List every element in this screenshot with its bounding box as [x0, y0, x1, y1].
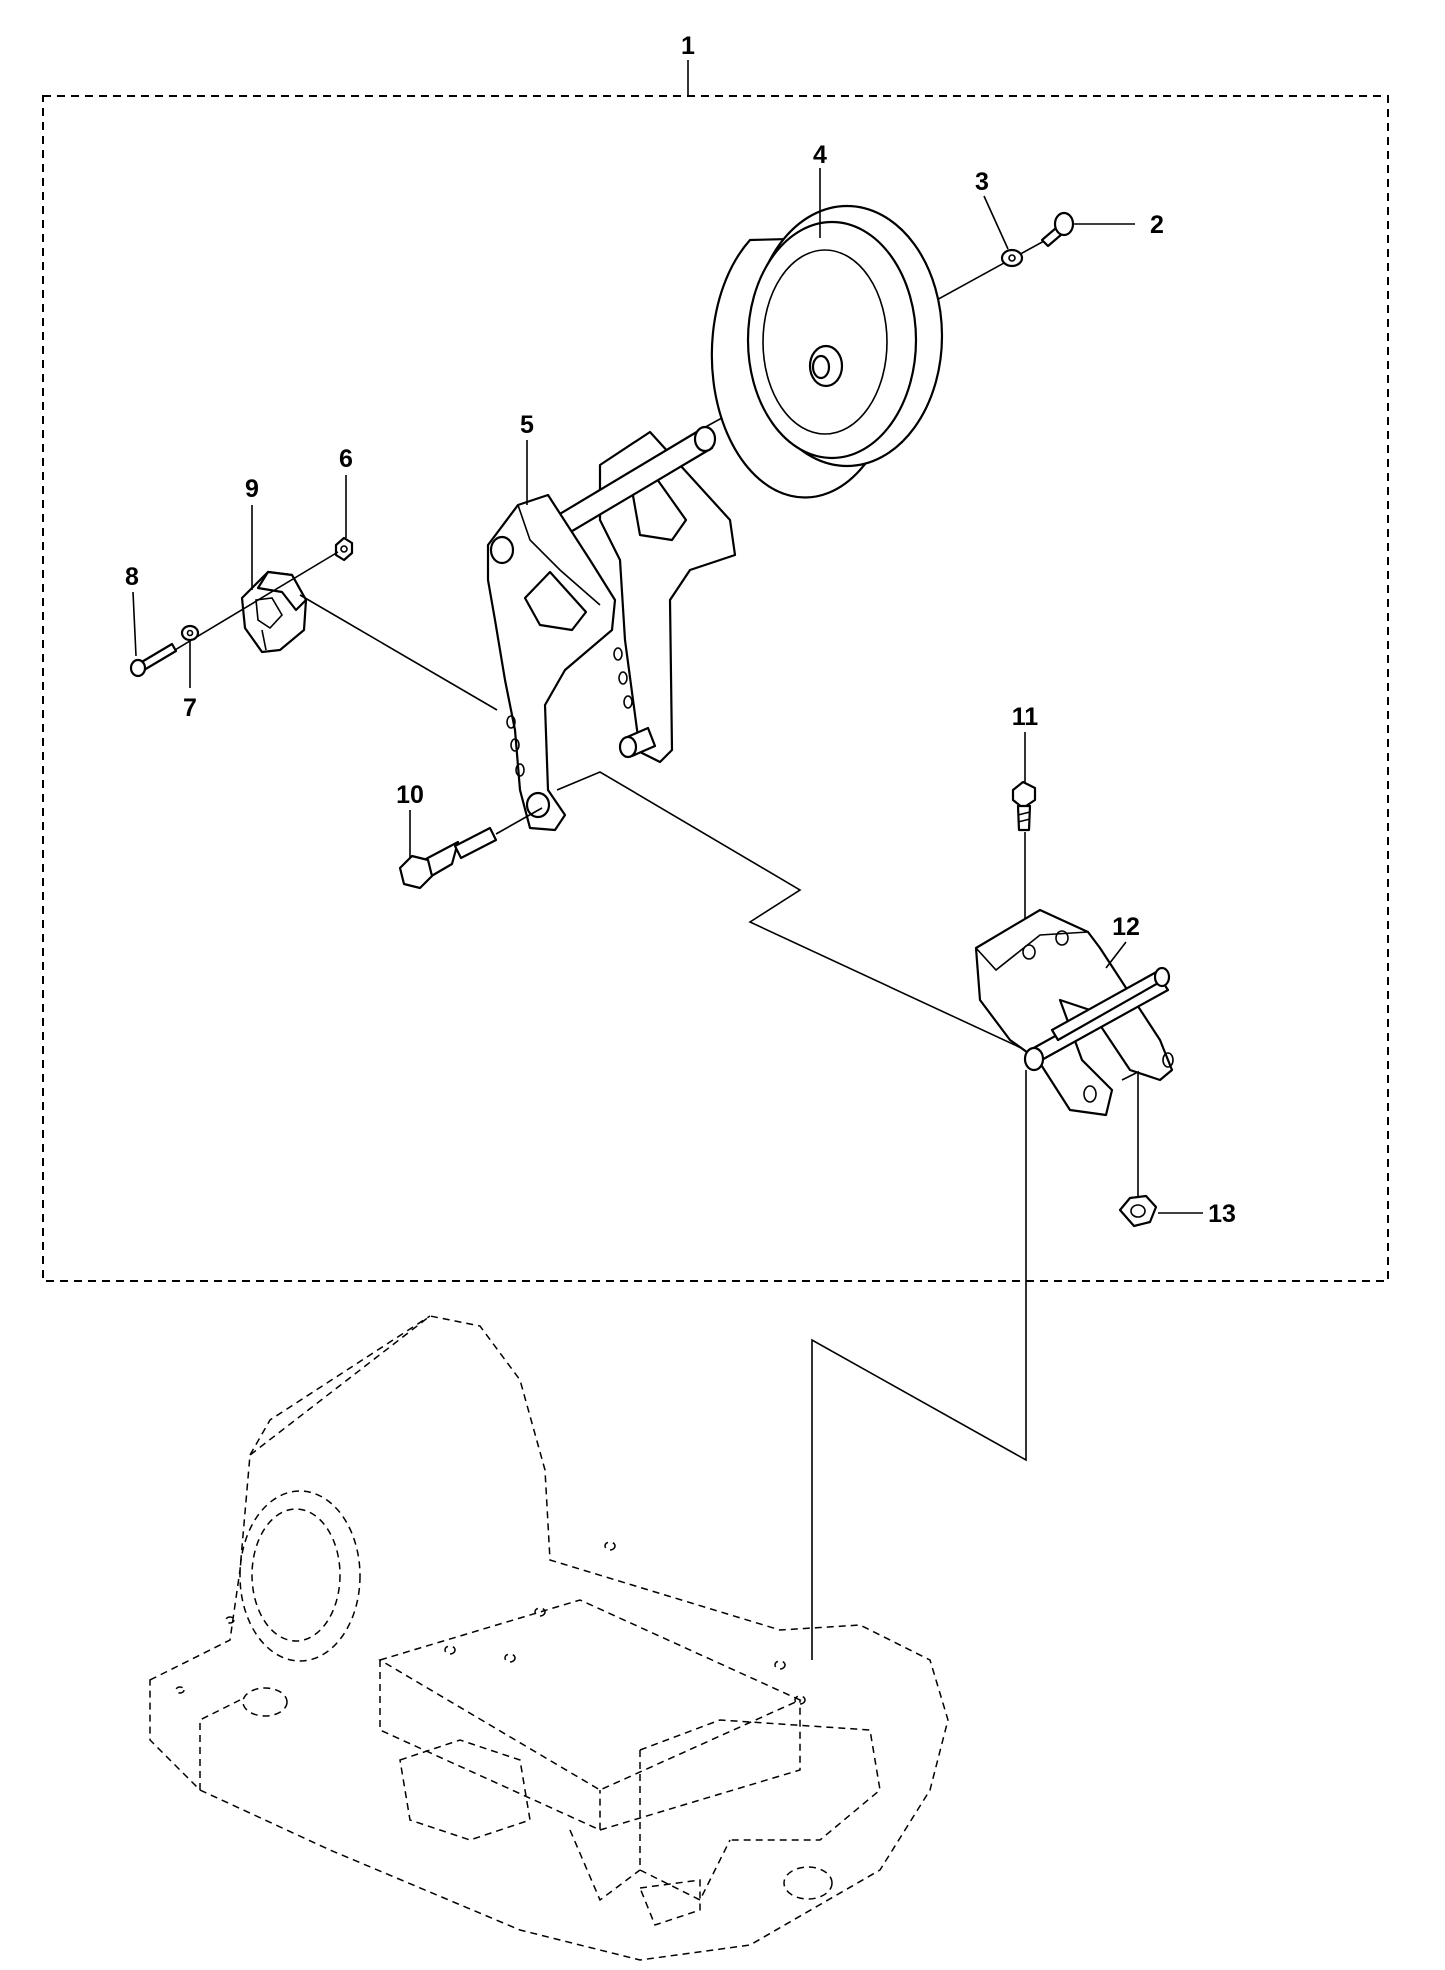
- hinge-bracket: [974, 908, 1174, 1117]
- callout-10[interactable]: 10: [396, 781, 424, 809]
- washer: [1000, 248, 1024, 268]
- clamp-to-bracket-line: [299, 594, 498, 711]
- callout-3-leader: [983, 195, 1009, 250]
- screw: [1040, 211, 1075, 248]
- bolt-to-bracket-line: [495, 807, 543, 835]
- bracket: [486, 425, 737, 832]
- wheel: [710, 204, 944, 499]
- callout-7[interactable]: 7: [183, 694, 197, 722]
- callout-3[interactable]: 3: [975, 168, 989, 196]
- callout-5[interactable]: 5: [520, 411, 534, 439]
- callout-12[interactable]: 12: [1112, 913, 1140, 941]
- callout-12-leader: [1105, 941, 1127, 969]
- flange-nut: [1118, 1194, 1158, 1228]
- bracket-to-hinge-line: [556, 771, 1076, 1074]
- callout-13[interactable]: 13: [1208, 1200, 1236, 1228]
- small-washer: [180, 624, 200, 642]
- hinge-bolt: [1011, 780, 1037, 832]
- assembly-frame: [42, 95, 1389, 1282]
- clamp-bolt-line: [149, 551, 339, 666]
- hinge-to-base-line: [811, 1070, 1027, 1660]
- callout-1[interactable]: 1: [681, 32, 695, 60]
- callout-9[interactable]: 9: [245, 475, 259, 503]
- callout-8[interactable]: 8: [125, 563, 139, 591]
- callout-11[interactable]: 11: [1012, 703, 1039, 731]
- callout-4[interactable]: 4: [813, 141, 827, 169]
- clamp-block: [240, 570, 308, 654]
- nut-to-hinge-line: [1121, 1070, 1139, 1196]
- callout-2[interactable]: 2: [1150, 211, 1164, 239]
- flange-bolt: [398, 826, 498, 890]
- callout-6[interactable]: 6: [339, 445, 353, 473]
- long-screw: [129, 642, 178, 678]
- small-nut: [334, 536, 354, 562]
- callout-8-leader: [132, 591, 137, 657]
- base-plate-outline: [149, 1315, 949, 1961]
